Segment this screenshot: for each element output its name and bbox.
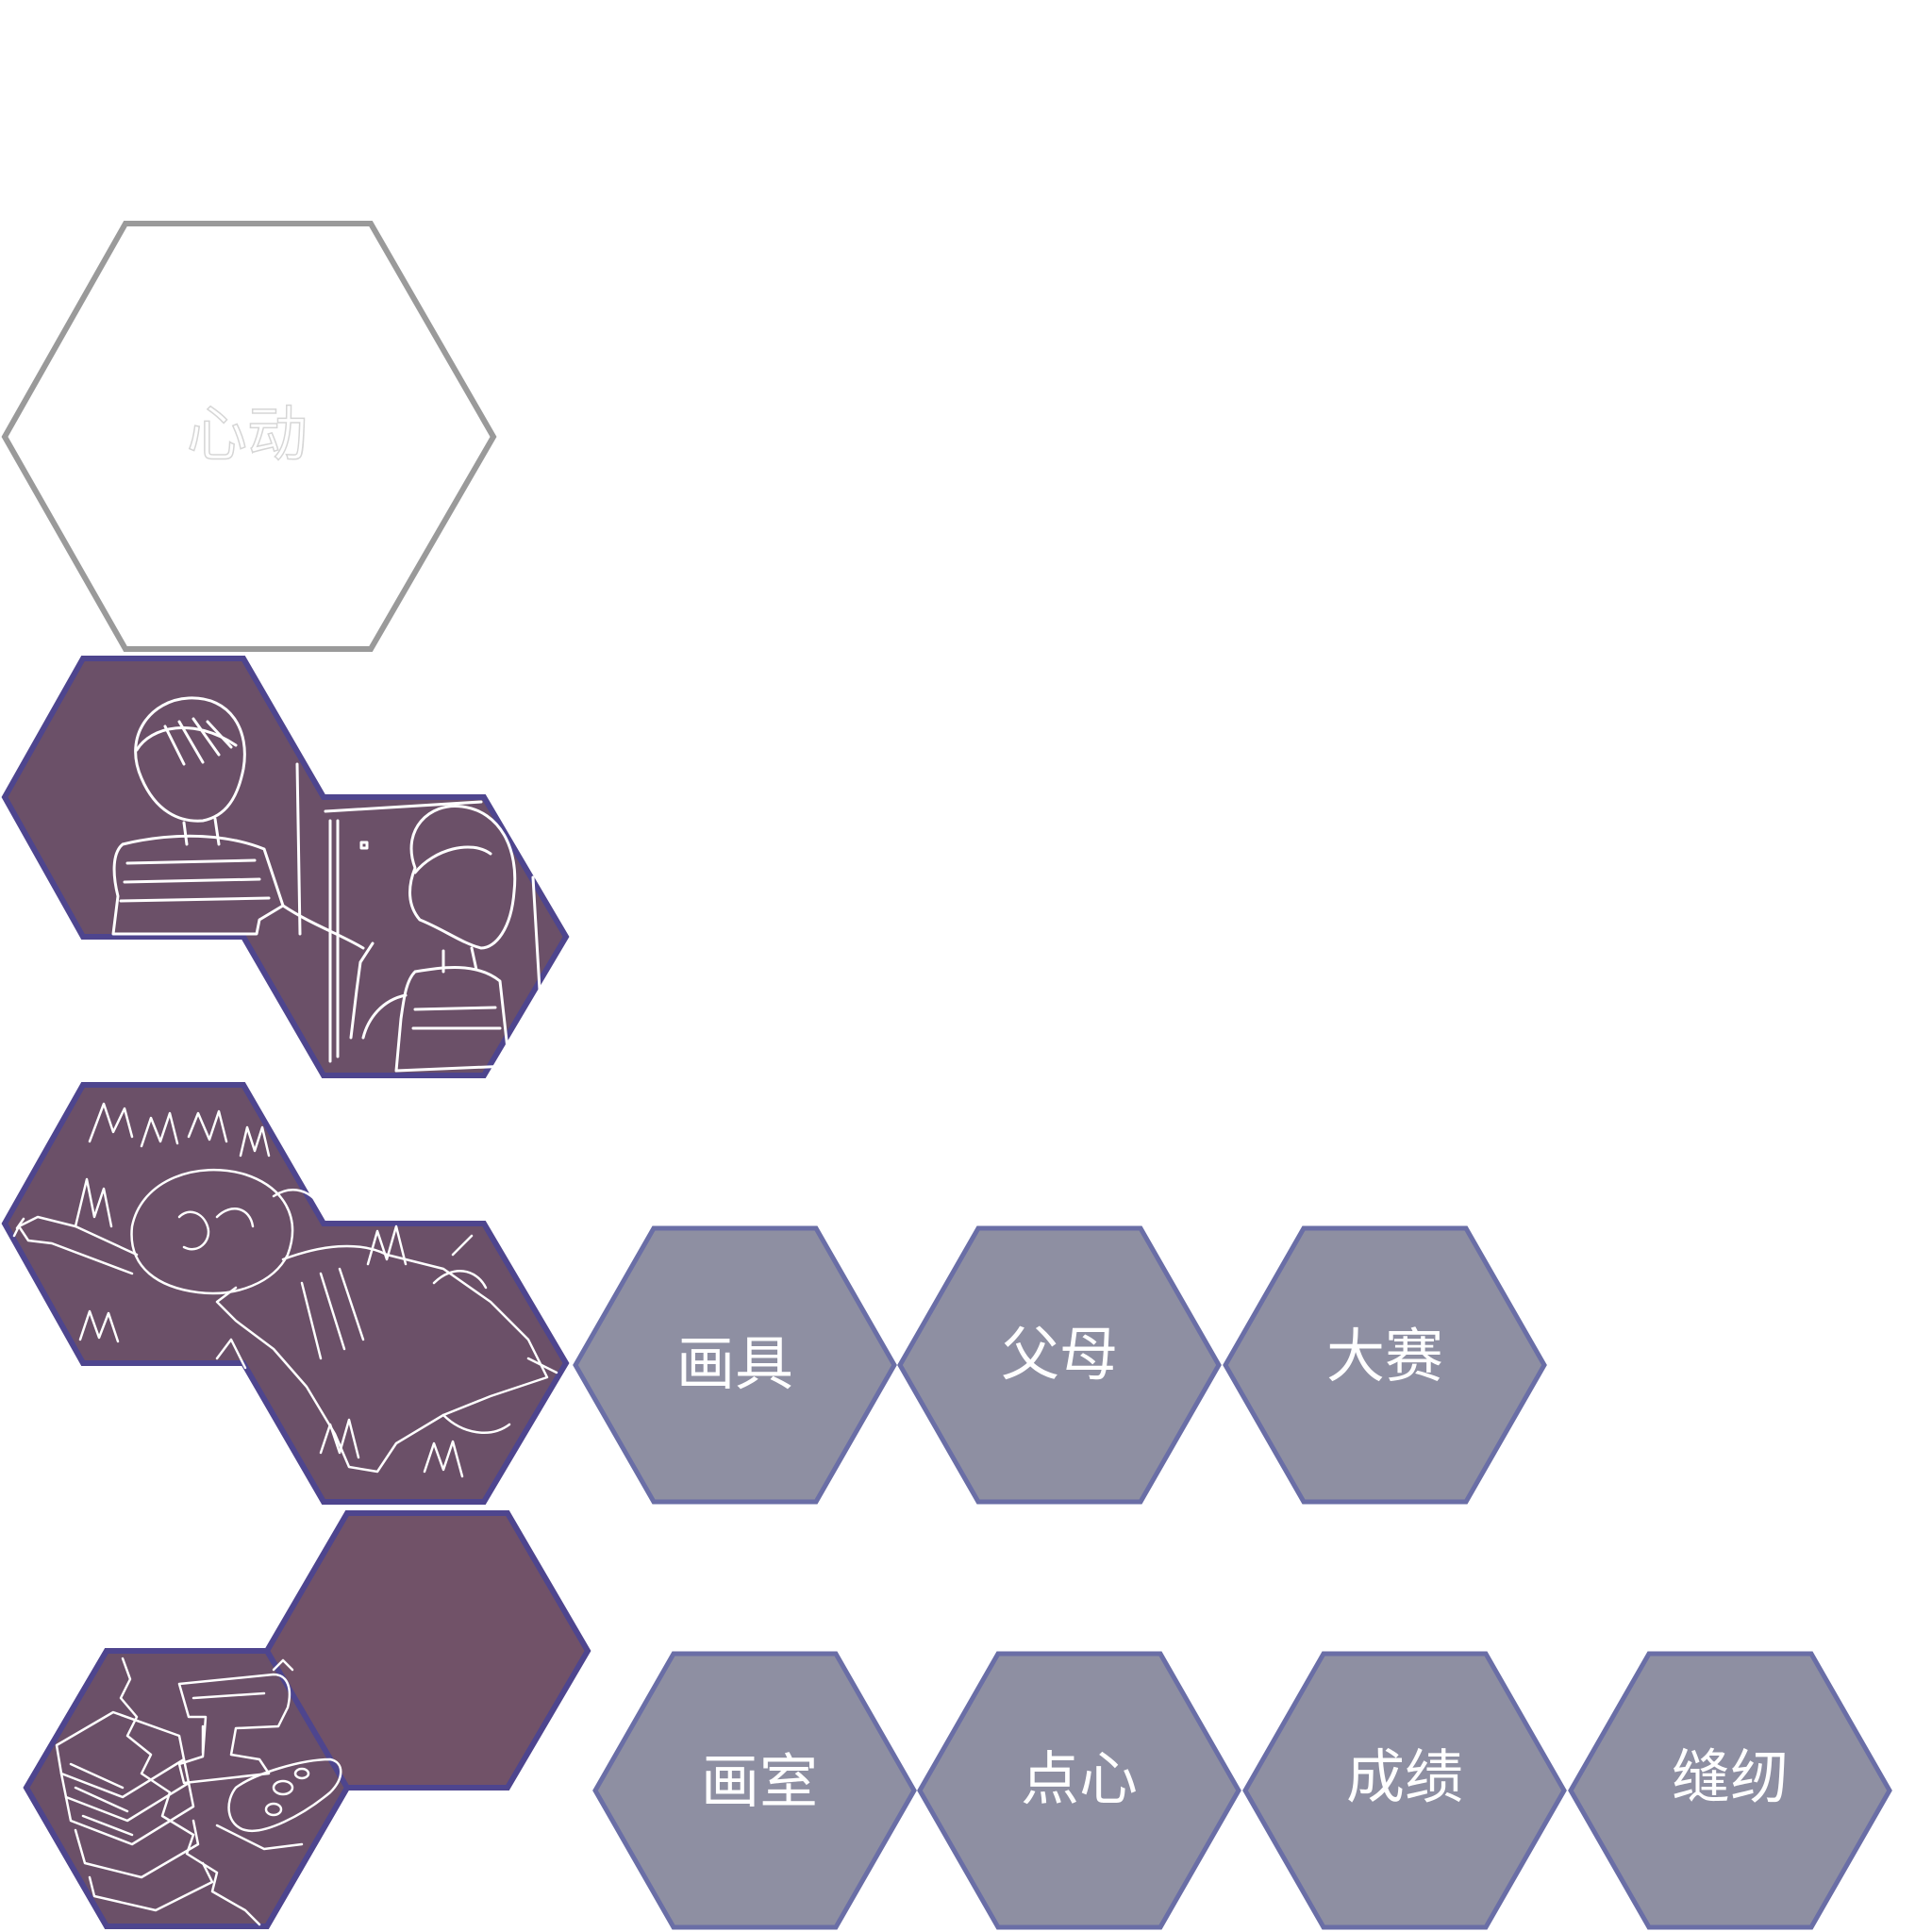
word-tile-huaju[interactable]: 画具 (573, 1225, 897, 1505)
title-hex-outline (1, 221, 497, 652)
card-2-frame (1, 1082, 570, 1505)
word-tile-huashi[interactable]: 画室 (592, 1651, 917, 1930)
word-tile-chengji[interactable]: 成绩 (1242, 1651, 1567, 1930)
title-hex: 心动 (1, 221, 497, 652)
tile-huashi-label: 画室 (701, 1747, 818, 1816)
card-3-lower-frame (23, 1648, 351, 1929)
two-girls-sketch-icon (111, 696, 544, 1073)
word-tile-row-2: 画室 点心 成绩 缝纫 (592, 1651, 1892, 1930)
word-tile-fengren[interactable]: 缝纫 (1568, 1651, 1892, 1930)
tile-fengren-shape (1568, 1651, 1892, 1930)
tile-dianxin-shape (917, 1651, 1241, 1930)
word-tile-fumu[interactable]: 父母 (897, 1225, 1222, 1505)
title-hex-label: 心动 (187, 401, 308, 471)
tile-chengji-label: 成绩 (1346, 1742, 1463, 1811)
tile-huaju-shape (573, 1225, 897, 1505)
girl-lying-in-grass-sketch-icon (12, 1102, 558, 1478)
tile-dasai-label: 大赛 (1326, 1322, 1443, 1391)
tile-chengji-shape (1242, 1651, 1567, 1930)
story-card-3[interactable] (23, 1510, 591, 1929)
tile-fengren-label: 缝纫 (1672, 1742, 1789, 1811)
tile-dianxin-label: 点心 (1021, 1744, 1138, 1813)
word-tile-dianxin[interactable]: 点心 (917, 1651, 1241, 1930)
sewing-machine-books-sketch-icon (55, 1657, 342, 1926)
word-tile-dasai[interactable]: 大赛 (1223, 1225, 1547, 1505)
story-card-2[interactable] (1, 1082, 570, 1505)
tile-huaju-label: 画具 (676, 1329, 793, 1398)
story-card-1[interactable] (1, 656, 570, 1078)
tile-fumu-shape (897, 1225, 1222, 1505)
tile-dasai-shape (1223, 1225, 1547, 1505)
tile-huashi-shape (592, 1651, 917, 1930)
tile-fumu-label: 父母 (1001, 1320, 1118, 1389)
card-1-frame (1, 656, 570, 1078)
word-tile-row-1: 画具 父母 大赛 (573, 1225, 1547, 1505)
